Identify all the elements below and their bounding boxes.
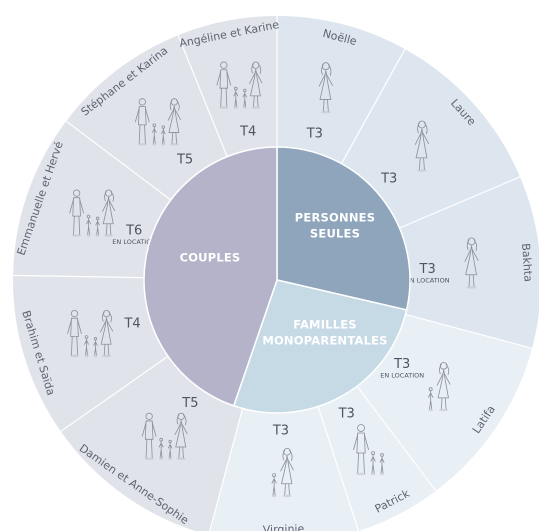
tenure-note: EN LOCATION (380, 371, 424, 379)
typology-label: T5 (181, 396, 198, 411)
illustration-brahim-et-saida (67, 309, 114, 358)
illustration-laure (414, 120, 429, 172)
typology-label: T3 (306, 126, 323, 141)
illustration-patrick (353, 424, 385, 476)
illustration-latifa (428, 362, 451, 412)
tenure-note: EN LOCATION (112, 238, 156, 246)
group-pie: COUPLES PERSONNES SEULES FAMILLES MONOPARENT… (143, 146, 411, 414)
typology-label: T4 (123, 317, 140, 332)
illustration-damien-et-anne-sophie (141, 412, 188, 460)
typology-label: T3 (419, 262, 436, 277)
typology-label: T3 (272, 423, 289, 438)
illustration-bakhta (464, 237, 479, 289)
household-name: Virginie (263, 522, 305, 531)
group-sector-monoparental (232, 279, 408, 414)
group-label-monoparental: MONOPARENTALES (262, 334, 387, 348)
group-sector-couples (143, 146, 278, 407)
illustration-angeline-et-karine (216, 61, 263, 109)
illustration-virginie (271, 447, 294, 498)
typology-label: T5 (176, 153, 193, 168)
group-label-single: PERSONNES (295, 211, 375, 225)
typology-label: T3 (338, 406, 355, 421)
household-name: Bakhta (519, 243, 535, 283)
group-label-couples: COUPLES (180, 251, 241, 265)
typology-label: T4 (239, 124, 256, 139)
typology-label: T3 (380, 171, 397, 186)
tenure-note: EN LOCATION (406, 276, 450, 284)
illustration-emmanuelle-et-herve (69, 189, 116, 237)
typology-label: T3 (393, 357, 410, 372)
illustration-noelle (318, 62, 333, 114)
group-label-monoparental: FAMILLES (293, 318, 357, 332)
group-sector-single (276, 146, 411, 311)
illustration-stephane-et-karina (134, 98, 181, 146)
group-label-single: SEULES (310, 227, 360, 241)
typology-label: T6 (125, 223, 142, 238)
